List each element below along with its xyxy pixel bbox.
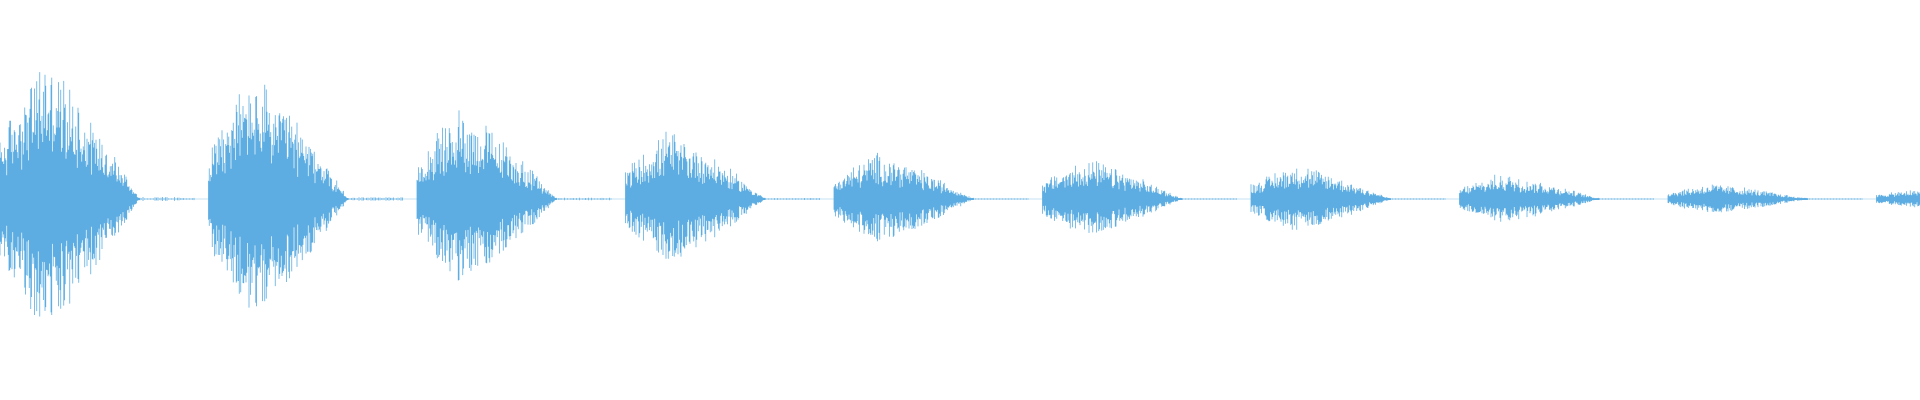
waveform-burst-path bbox=[416, 110, 612, 281]
waveform-burst-4 bbox=[625, 131, 820, 259]
waveform-burst-path bbox=[208, 84, 403, 308]
waveform-burst-path bbox=[1459, 174, 1654, 222]
waveform-burst-2 bbox=[208, 84, 403, 308]
waveform-burst-9 bbox=[1667, 184, 1863, 213]
waveform-burst-path bbox=[833, 152, 1029, 242]
waveform-burst-path bbox=[0, 72, 195, 317]
waveform-burst-7 bbox=[1250, 168, 1446, 230]
waveform-burst-3 bbox=[416, 110, 612, 281]
waveform-burst-path bbox=[1876, 190, 1920, 208]
waveform-burst-path bbox=[1042, 161, 1237, 233]
waveform-burst-6 bbox=[1042, 161, 1237, 233]
waveform-burst-path bbox=[1250, 168, 1446, 230]
waveform-burst-path bbox=[625, 131, 820, 259]
waveform-burst-1 bbox=[0, 72, 195, 317]
waveform-burst-5 bbox=[833, 152, 1029, 242]
waveform-burst-8 bbox=[1459, 174, 1654, 222]
waveform-burst-path bbox=[1667, 184, 1863, 213]
waveform-burst-10 bbox=[1876, 190, 1920, 208]
